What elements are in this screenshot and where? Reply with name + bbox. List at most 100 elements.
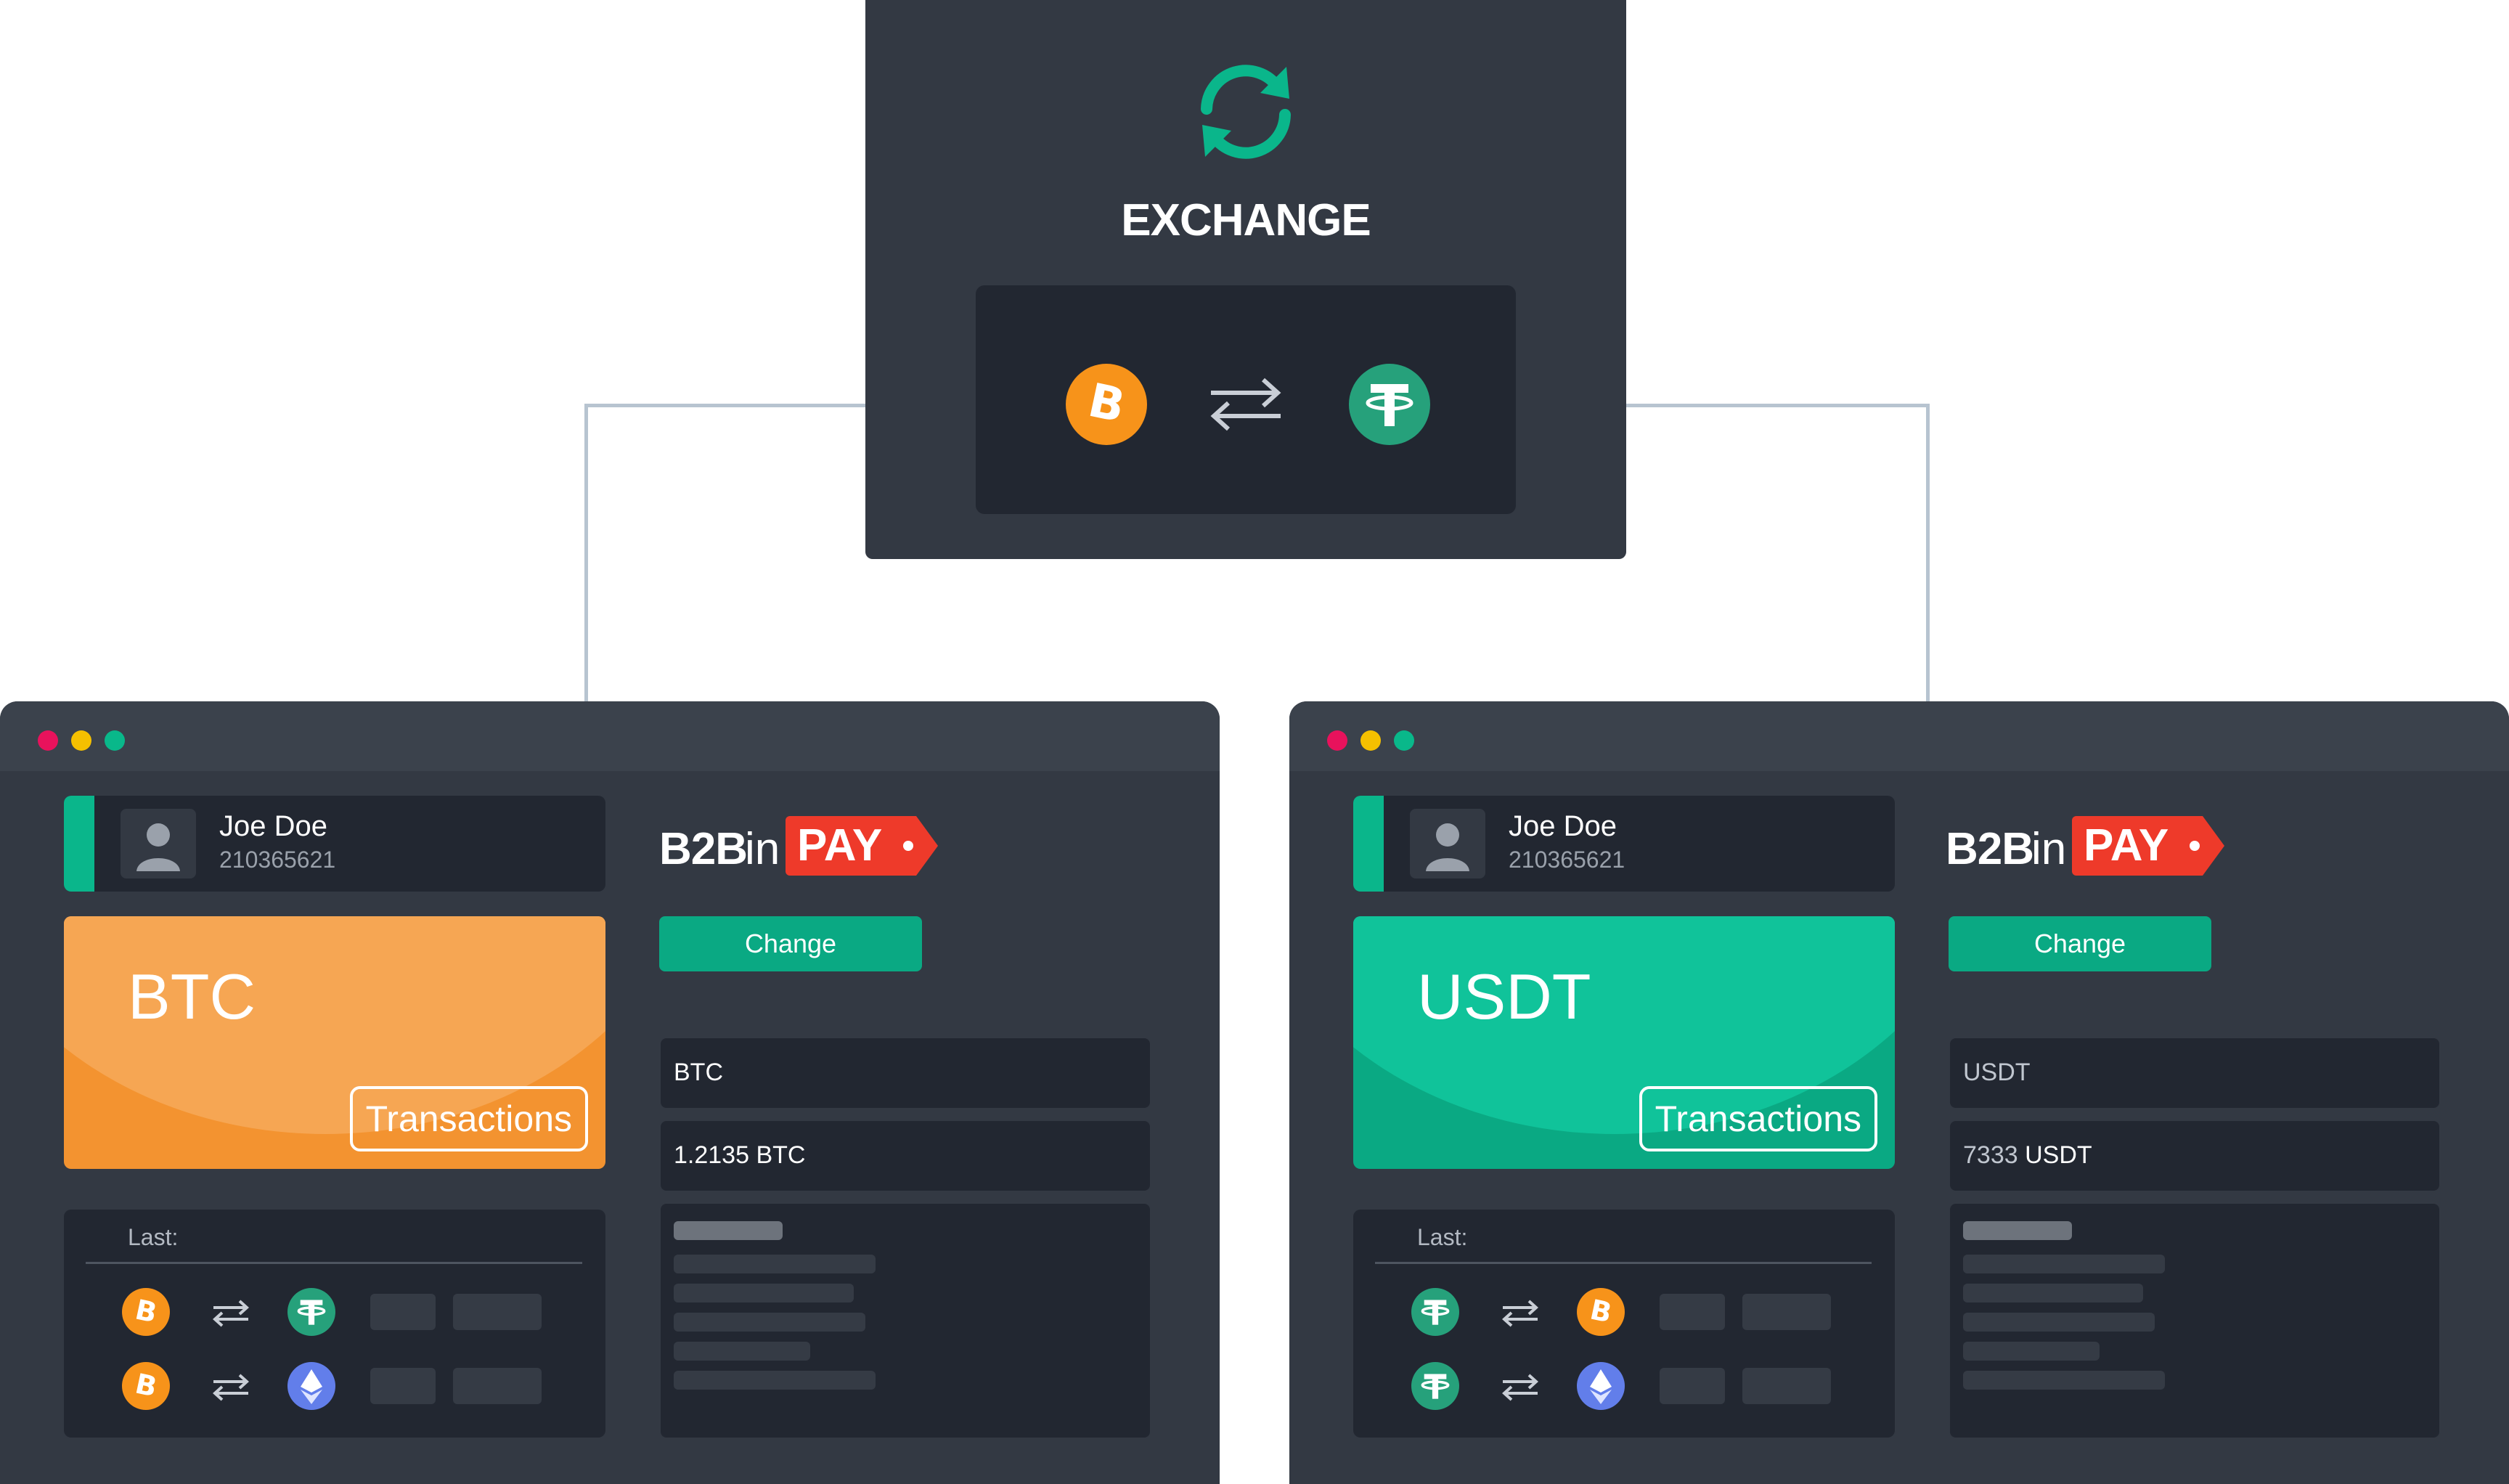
logo-b2b-text: B2B (1946, 824, 2034, 874)
amount-field[interactable]: 7333 USDT (1950, 1121, 2439, 1191)
tether-icon (1349, 364, 1430, 445)
amount-text: 1.2135 BTC (674, 1141, 805, 1170)
connector-left-vertical (584, 404, 588, 703)
user-id: 210365621 (219, 847, 336, 873)
details-box (661, 1204, 1150, 1438)
amount-text: 7333 USDT (1963, 1141, 2092, 1170)
swap-arrows-icon (1498, 1291, 1542, 1334)
skeleton-line (674, 1371, 876, 1390)
placeholder-date (1742, 1368, 1831, 1404)
logo-tag-tip (916, 816, 938, 876)
skeleton-line (1963, 1313, 2155, 1332)
bitcoin-icon: B (1066, 364, 1147, 445)
last-label: Last: (1417, 1224, 1468, 1250)
placeholder-amount (1660, 1368, 1725, 1404)
svg-text:B: B (132, 1293, 159, 1329)
user-card-accent (64, 796, 94, 892)
tether-icon (1411, 1362, 1459, 1410)
logo-b2b-text: B2B (659, 824, 748, 874)
tether-icon (1411, 1288, 1459, 1336)
bitcoin-icon: B (1577, 1288, 1625, 1336)
user-name: Joe Doe (219, 810, 327, 842)
tether-icon (287, 1288, 335, 1336)
close-window-dot[interactable] (38, 730, 58, 751)
window-titlebar (0, 701, 1220, 771)
swap-arrows-icon (209, 1365, 253, 1408)
connector-right-horizontal (1516, 404, 1930, 407)
close-window-dot[interactable] (1327, 730, 1347, 751)
currency-value-text: USDT (1963, 1059, 2031, 1086)
svg-text:B: B (1084, 374, 1130, 434)
amount-unit: USDT (2025, 1141, 2092, 1169)
avatar (1410, 809, 1485, 878)
skeleton-line (674, 1342, 810, 1361)
last-label: Last: (128, 1224, 179, 1250)
skeleton-line (1963, 1342, 2100, 1361)
skeleton-line (674, 1313, 865, 1332)
ethereum-icon (1577, 1362, 1625, 1410)
svg-text:B: B (132, 1367, 159, 1403)
placeholder-date (453, 1294, 542, 1330)
user-name: Joe Doe (1509, 810, 1617, 842)
usdt-wallet-window: Joe Doe 210365621 USDT Transactions Last… (1289, 701, 2509, 1484)
transactions-button[interactable]: Transactions (1639, 1086, 1877, 1151)
logo-pay-text: PAY (2072, 816, 2203, 876)
skeleton-line (1963, 1284, 2143, 1302)
maximize-window-dot[interactable] (105, 730, 125, 751)
currency-value: USDT (1963, 1059, 2031, 1087)
skeleton-line (674, 1255, 876, 1273)
exchange-pair-box: B (976, 285, 1516, 514)
skeleton-line (1963, 1255, 2165, 1273)
skeleton-heading (1963, 1221, 2072, 1240)
currency-field[interactable]: BTC (661, 1038, 1150, 1108)
skeleton-line (674, 1284, 854, 1302)
swap-arrows-icon (1202, 367, 1289, 439)
logo-pay-text: PAY (786, 816, 916, 876)
placeholder-date (1742, 1294, 1831, 1330)
swap-arrows-icon (209, 1291, 253, 1334)
divider (1375, 1262, 1872, 1264)
user-card[interactable]: Joe Doe 210365621 (1353, 796, 1895, 892)
svg-text:B: B (1587, 1293, 1614, 1329)
change-button[interactable]: Change (659, 916, 922, 971)
placeholder-date (453, 1368, 542, 1404)
connector-right-vertical (1926, 404, 1930, 703)
logo-tag-dot (2190, 841, 2200, 851)
user-id: 210365621 (1509, 847, 1625, 873)
avatar (121, 809, 196, 878)
amount-value: 1.2135 (674, 1141, 749, 1169)
last-transactions: Last: B (1353, 1210, 1895, 1438)
bitcoin-icon: B (122, 1362, 170, 1410)
balance-currency: BTC (128, 961, 256, 1032)
last-transactions: Last: B B (64, 1210, 605, 1438)
divider (86, 1262, 582, 1264)
skeleton-heading (674, 1221, 783, 1240)
currency-value: BTC (674, 1059, 723, 1086)
amount-field[interactable]: 1.2135 BTC (661, 1121, 1150, 1191)
exchange-panel: EXCHANGE B (865, 0, 1626, 559)
currency-field[interactable]: USDT (1950, 1038, 2439, 1108)
maximize-window-dot[interactable] (1394, 730, 1414, 751)
refresh-icon (1185, 51, 1307, 173)
ethereum-icon (287, 1362, 335, 1410)
balance-card: USDT Transactions (1353, 916, 1895, 1169)
placeholder-amount (370, 1368, 436, 1404)
amount-unit: BTC (756, 1141, 806, 1169)
minimize-window-dot[interactable] (71, 730, 91, 751)
logo-tag-dot (903, 841, 913, 851)
minimize-window-dot[interactable] (1360, 730, 1381, 751)
logo-in-text: in (745, 824, 780, 874)
user-card-accent (1353, 796, 1384, 892)
logo-tag-tip (2203, 816, 2224, 876)
logo-in-text: in (2031, 824, 2067, 874)
btc-wallet-window: Joe Doe 210365621 BTC Transactions Last:… (0, 701, 1220, 1484)
balance-card: BTC Transactions (64, 916, 605, 1169)
swap-arrows-icon (1498, 1365, 1542, 1408)
transactions-button[interactable]: Transactions (349, 1086, 588, 1151)
bitcoin-icon: B (122, 1288, 170, 1336)
amount-value: 7333 (1963, 1141, 2018, 1169)
balance-currency: USDT (1417, 961, 1591, 1032)
user-card[interactable]: Joe Doe 210365621 (64, 796, 605, 892)
change-button[interactable]: Change (1949, 916, 2211, 971)
details-box (1950, 1204, 2439, 1438)
